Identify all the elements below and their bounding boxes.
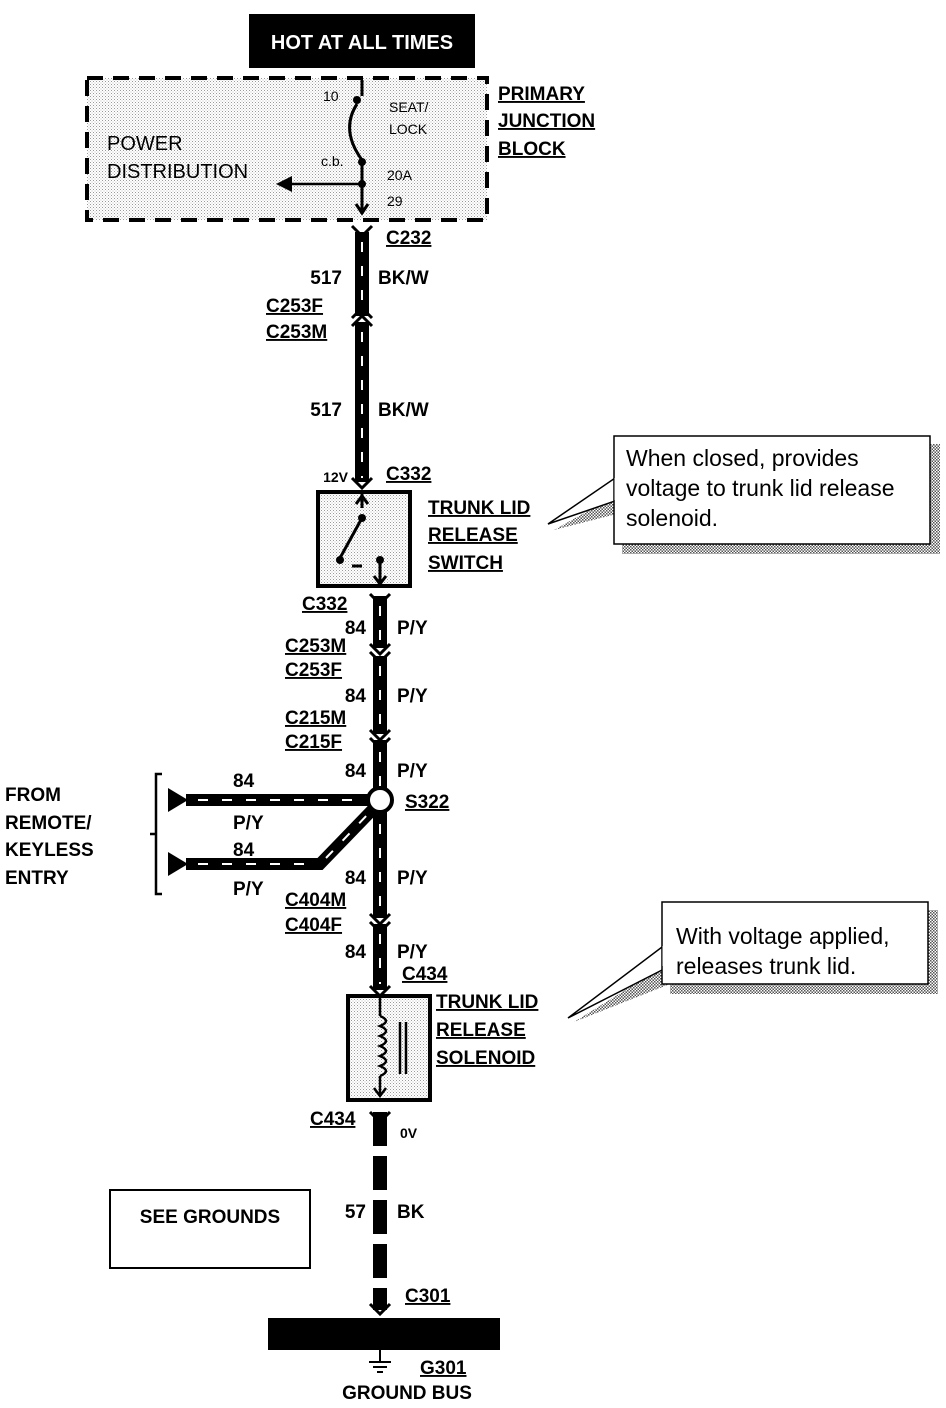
connector-c404-icon xyxy=(368,912,392,927)
primary-junction-block: POWER DISTRIBUTION 10 SEAT/ LOCK c.b. 20… xyxy=(85,76,595,222)
solenoid-label-line2: RELEASE xyxy=(436,1020,526,1041)
connector-c215-icon xyxy=(368,728,392,743)
from-remote-line2: REMOTE/ xyxy=(5,813,92,834)
switch-label-line2: RELEASE xyxy=(428,525,518,546)
ground-bus: GROUND BUS xyxy=(268,1318,500,1404)
fuse-type-label: c.b. xyxy=(321,153,344,169)
label-c404f: C404F xyxy=(285,915,342,936)
hot-at-all-times-banner: HOT AT ALL TIMES xyxy=(249,14,475,68)
trunk-lid-release-switch: TRUNK LID RELEASE SWITCH xyxy=(316,490,530,588)
connector-c253-top-icon xyxy=(350,305,374,320)
callout-switch-line1: When closed, provides xyxy=(626,445,859,471)
wire5-number: 84 xyxy=(345,761,367,782)
wire4-number: 84 xyxy=(345,686,367,707)
label-c253m-top: C253M xyxy=(266,322,327,343)
pin-in-label: 10 xyxy=(323,88,339,104)
splice-s322-branches xyxy=(150,772,394,896)
wire6-color: P/Y xyxy=(397,868,428,889)
label-g301: G301 xyxy=(420,1358,467,1379)
see-grounds-box[interactable]: SEE GROUNDS xyxy=(109,1189,311,1269)
label-c215m: C215M xyxy=(285,708,346,729)
callout-solenoid-line1: With voltage applied, xyxy=(676,923,890,949)
connector-c434-bottom-icon xyxy=(368,1110,392,1125)
branch1-color: P/Y xyxy=(233,813,264,834)
branch-arrow-2-icon xyxy=(168,852,188,876)
label-c332-top: C332 xyxy=(386,464,431,485)
wire4-color: P/Y xyxy=(397,686,428,707)
ground-bus-label: GROUND BUS xyxy=(342,1383,472,1404)
fuse-name-line1: SEAT/ xyxy=(389,99,429,115)
connector-c232-icon xyxy=(350,224,374,239)
label-c332-bottom: C332 xyxy=(302,594,347,615)
label-c301: C301 xyxy=(405,1286,451,1307)
branch2-color: P/Y xyxy=(233,879,264,900)
wire-labels: 517 BK/W 517 BK/W 84 P/Y 84 P/Y 84 P/Y 8… xyxy=(233,268,429,1223)
junction-title-line1: PRIMARY xyxy=(498,84,585,105)
label-c253f-top: C253F xyxy=(266,296,323,317)
ground-symbol-icon xyxy=(369,1361,391,1373)
from-remote-bracket-icon xyxy=(150,772,162,896)
wire7-number: 84 xyxy=(345,942,367,963)
callout-solenoid-line2: releases trunk lid. xyxy=(676,953,856,979)
label-c215f: C215F xyxy=(285,732,342,753)
power-distribution-line1: POWER xyxy=(107,133,183,155)
from-remote-line3: KEYLESS xyxy=(5,840,94,861)
voltage-ground: 0V xyxy=(400,1125,418,1141)
from-remote-line4: ENTRY xyxy=(5,868,69,889)
wire3-color: P/Y xyxy=(397,618,428,639)
solenoid-label-line1: TRUNK LID xyxy=(436,992,538,1013)
from-remote-keyless-entry: FROM REMOTE/ KEYLESS ENTRY xyxy=(5,785,94,889)
connector-c301-icon xyxy=(368,1302,392,1317)
trunk-lid-release-solenoid: TRUNK LID RELEASE SOLENOID xyxy=(346,992,538,1102)
circuit-breaker-icon xyxy=(348,80,370,216)
callout-switch-line3: solenoid. xyxy=(626,505,718,531)
label-c434-top: C434 xyxy=(402,964,448,985)
wire2-color: BK/W xyxy=(378,400,429,421)
wire3-number: 84 xyxy=(345,618,367,639)
wire7-color: P/Y xyxy=(397,942,428,963)
label-s322: S322 xyxy=(405,792,449,813)
junction-title-line3: BLOCK xyxy=(498,139,566,160)
connector-labels: C232 C253F C253M C332 C332 C253M C253F C… xyxy=(266,228,467,1379)
solenoid-label-line3: SOLENOID xyxy=(436,1048,535,1069)
voltage-switch: 12V xyxy=(323,469,349,485)
switch-label-line3: SWITCH xyxy=(428,553,503,574)
connector-c332-top-icon xyxy=(350,476,374,491)
branch1-number: 84 xyxy=(233,771,255,792)
from-remote-line1: FROM xyxy=(5,785,61,806)
fuse-rating-label: 20A xyxy=(387,167,413,183)
connector-c332-bottom-icon xyxy=(368,592,392,607)
branch-arrow-1-icon xyxy=(168,788,188,812)
hot-label: HOT AT ALL TIMES xyxy=(271,32,453,54)
wire1-color: BK/W xyxy=(378,268,429,289)
switch-label-line1: TRUNK LID xyxy=(428,498,530,519)
wire8-number: 57 xyxy=(345,1202,366,1223)
power-distribution-arrow-icon xyxy=(276,176,362,192)
wire6-number: 84 xyxy=(345,868,367,889)
callout-switch-line2: voltage to trunk lid release xyxy=(626,475,895,501)
pin-out-label: 29 xyxy=(387,193,403,209)
branch2-number: 84 xyxy=(233,840,255,861)
label-c253m-bottom: C253M xyxy=(285,636,346,657)
callout-switch: When closed, provides voltage to trunk l… xyxy=(547,435,940,554)
see-grounds-label: SEE GROUNDS xyxy=(140,1207,280,1228)
label-c232: C232 xyxy=(386,228,431,249)
wire8-color: BK xyxy=(397,1202,425,1223)
power-distribution-line2: DISTRIBUTION xyxy=(107,161,248,183)
label-c253f-bottom: C253F xyxy=(285,660,342,681)
label-c434-bottom: C434 xyxy=(310,1109,356,1130)
label-c404m: C404M xyxy=(285,890,346,911)
splice-s322-icon xyxy=(366,786,394,814)
wire5-color: P/Y xyxy=(397,761,428,782)
junction-title-line2: JUNCTION xyxy=(498,111,595,132)
wire2-number: 517 xyxy=(310,400,342,421)
fuse-name-line2: LOCK xyxy=(389,121,428,137)
callout-solenoid: With voltage applied, releases trunk lid… xyxy=(567,901,938,1022)
main-wiring xyxy=(350,224,392,1317)
connector-c253-bottom-icon xyxy=(368,642,392,657)
wire1-number: 517 xyxy=(310,268,342,289)
